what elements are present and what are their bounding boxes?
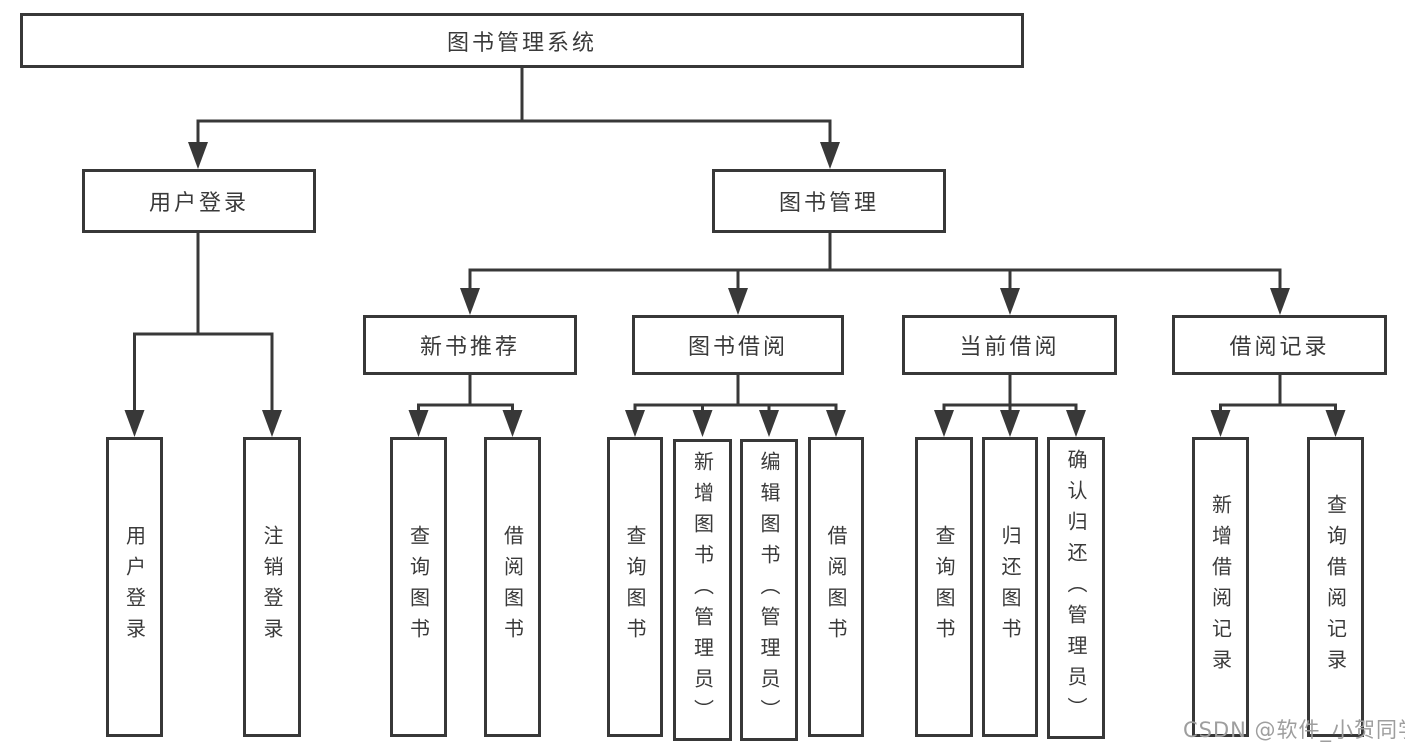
leaf-bb-borrow-books: 借阅图书 <box>808 437 864 737</box>
leaf-cb-return-books-label: 归还图书 <box>998 525 1022 649</box>
leaf-cb-confirm-return-admin-label: 确认归还（管理员） <box>1064 448 1088 728</box>
leaf-bb-query-books: 查询图书 <box>607 437 663 737</box>
node-current-borrow: 当前借阅 <box>902 315 1117 375</box>
leaf-bb-add-books-admin-label: 新增图书（管理员） <box>690 450 715 730</box>
node-borrow-records: 借阅记录 <box>1172 315 1387 375</box>
edge-root-to-level2 <box>188 66 840 169</box>
edge-user-login-to-leaves <box>124 231 282 437</box>
leaf-nbr-borrow-books: 借阅图书 <box>484 437 541 737</box>
leaf-bb-query-books-label: 查询图书 <box>623 525 647 649</box>
leaf-cb-return-books: 归还图书 <box>982 437 1038 737</box>
leaf-cb-query-books-label: 查询图书 <box>932 525 956 649</box>
edge-book-borrow-to-leaves <box>625 373 846 437</box>
node-book-borrow: 图书借阅 <box>632 315 844 375</box>
leaf-logout: 注销登录 <box>243 437 301 737</box>
node-current-borrow-label: 当前借阅 <box>959 335 1060 360</box>
node-user-login-label: 用户登录 <box>148 191 249 216</box>
edge-current-borrow-to-leaves <box>934 373 1086 437</box>
leaf-user-login: 用户登录 <box>106 437 163 737</box>
leaf-user-login-label: 用户登录 <box>122 525 147 649</box>
leaf-br-query-borrow-record-label: 查询借阅记录 <box>1323 494 1348 680</box>
edge-new-book-rec-to-leaves <box>408 373 523 437</box>
node-new-book-rec: 新书推荐 <box>363 315 577 375</box>
leaf-nbr-query-books-label: 查询图书 <box>406 525 431 649</box>
node-user-login: 用户登录 <box>82 169 316 233</box>
leaf-br-add-borrow-record-label: 新增借阅记录 <box>1208 494 1233 680</box>
node-book-borrow-label: 图书借阅 <box>687 335 788 360</box>
leaf-bb-borrow-books-label: 借阅图书 <box>824 525 848 649</box>
leaf-br-add-borrow-record: 新增借阅记录 <box>1192 437 1249 737</box>
leaf-nbr-borrow-books-label: 借阅图书 <box>500 525 525 649</box>
leaf-cb-confirm-return-admin: 确认归还（管理员） <box>1047 437 1105 739</box>
leaf-cb-query-books: 查询图书 <box>915 437 973 737</box>
edge-borrow-records-to-leaves <box>1210 373 1346 437</box>
csdn-watermark: CSDN @软件_小贺同学 <box>1183 718 1405 742</box>
node-new-book-rec-label: 新书推荐 <box>419 335 520 360</box>
leaf-nbr-query-books: 查询图书 <box>390 437 447 737</box>
node-borrow-records-label: 借阅记录 <box>1229 335 1330 360</box>
edge-book-mgmt-to-level3 <box>460 231 1290 315</box>
leaf-logout-label: 注销登录 <box>260 525 284 649</box>
leaf-br-query-borrow-record: 查询借阅记录 <box>1307 437 1364 737</box>
node-book-mgmt-label: 图书管理 <box>778 191 879 216</box>
leaf-bb-edit-books-admin-label: 编辑图书（管理员） <box>757 450 781 730</box>
node-book-mgmt: 图书管理 <box>712 169 946 233</box>
node-root: 图书管理系统 <box>20 13 1024 68</box>
node-root-label: 图书管理系统 <box>446 30 597 56</box>
leaf-bb-add-books-admin: 新增图书（管理员） <box>673 439 732 741</box>
leaf-bb-edit-books-admin: 编辑图书（管理员） <box>740 439 798 741</box>
